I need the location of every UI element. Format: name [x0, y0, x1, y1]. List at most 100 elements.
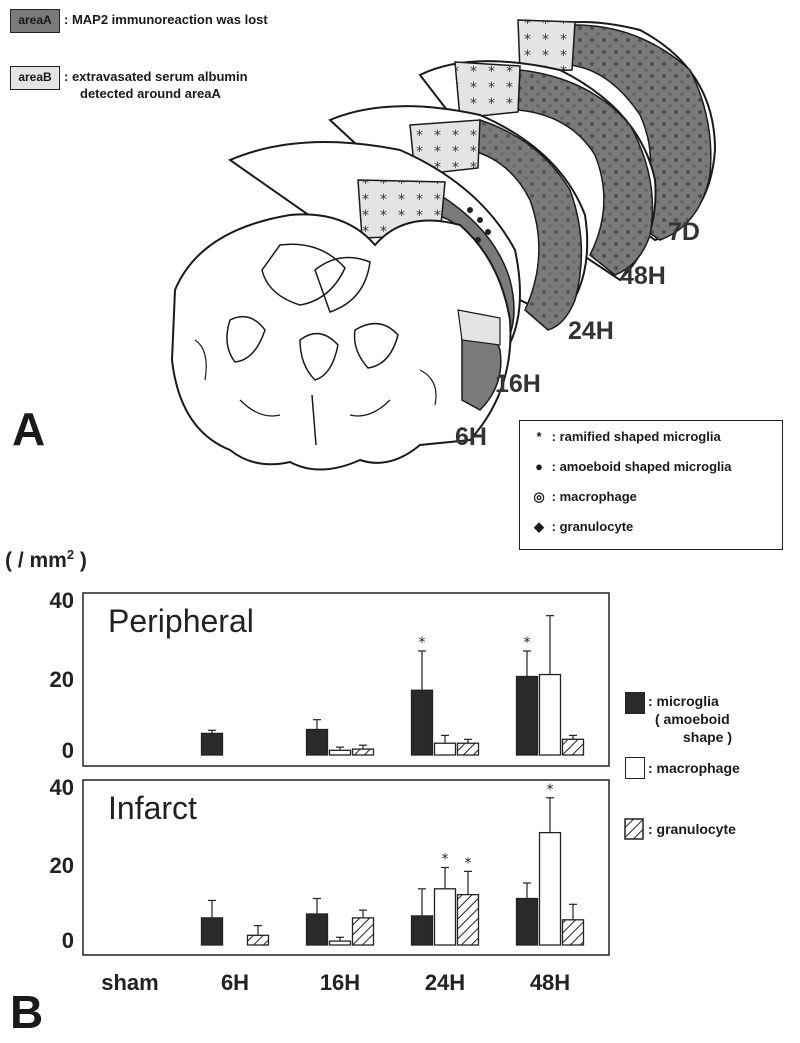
y-unit-superscript: 2 [66, 547, 75, 562]
y-unit-close: ) [74, 549, 87, 572]
legend-label: : macrophage [551, 489, 637, 504]
x-tick-48h: 48H [529, 970, 571, 995]
area-b-swatch-label: areaB [18, 70, 52, 84]
peripheral-error-bar-16h-1 [336, 746, 344, 751]
peripheral-significance-24h-0: * [419, 635, 426, 651]
legend-row-amoeboid-microglia: ● : amoeboid shaped microglia [530, 459, 732, 474]
peripheral-bar-16h-1 [328, 749, 352, 756]
infarct-bar-16h-2 [351, 917, 375, 946]
infarct-significance-48h-1: * [547, 782, 554, 798]
legend-swatch-granulocyte [624, 818, 644, 840]
infarct-bar-24h-0 [410, 915, 434, 946]
brain-slices-illustration: * [170, 19, 717, 471]
infarct-error-bar-16h-2 [359, 909, 367, 918]
y-axis-unit: ( / mm2 ) [5, 547, 87, 573]
infarct-error-bar-6h-2 [254, 925, 262, 936]
infarct-ytick-20: 20 [49, 853, 74, 878]
legend-row-ramified-microglia: * : ramified shaped microglia [530, 429, 721, 444]
double-circle-icon: ◎ [533, 489, 545, 504]
legend-microglia-line3: shape ) [683, 729, 733, 745]
infarct-error-bar-24h-2 [464, 870, 472, 895]
x-tick-sham: sham [101, 970, 159, 995]
legend-microglia-line1: : microglia [648, 693, 719, 709]
peripheral-ytick-20: 20 [49, 667, 74, 692]
cell-type-legend: * : ramified shaped microglia ● : amoebo… [519, 420, 783, 550]
legend-row-macrophage: ◎ : macrophage [530, 489, 637, 505]
legend-swatch-macrophage [625, 757, 645, 779]
infarct-error-bar-24h-1 [441, 866, 449, 889]
x-tick-6h: 6H [220, 970, 250, 995]
peripheral-error-bar-24h-2 [464, 738, 472, 744]
legend-label: : ramified shaped microglia [551, 429, 721, 444]
legend-label: : amoeboid shaped microglia [551, 459, 732, 474]
infarct-error-bar-16h-0 [313, 897, 321, 914]
infarct-error-bar-48h-1 [546, 797, 554, 833]
peripheral-error-bar-24h-0 [418, 650, 426, 691]
peripheral-plot-frame [82, 592, 610, 767]
infarct-error-bar-24h-0 [418, 888, 426, 916]
x-tick-24h: 24H [424, 970, 466, 995]
peripheral-ytick-0: 0 [61, 738, 74, 763]
panel-a-letter: A [12, 403, 46, 455]
legend-swatch-microglia [625, 692, 645, 714]
time-label-6h: 6H [455, 423, 487, 451]
infarct-error-bar-48h-2 [569, 903, 577, 920]
time-label-16h: 16H [495, 370, 541, 398]
infarct-bar-6h-0 [200, 917, 224, 946]
peripheral-error-bar-24h-1 [441, 734, 449, 744]
x-tick-16h: 16H [319, 970, 361, 995]
y-unit-text: ( / mm [5, 549, 67, 572]
infarct-bar-16h-0 [305, 913, 329, 946]
asterisk-icon: * [536, 429, 542, 444]
time-label-48h: 48H [620, 262, 666, 290]
peripheral-error-bar-16h-2 [359, 744, 367, 750]
peripheral-error-bar-48h-1 [546, 615, 554, 675]
infarct-ytick-0: 0 [61, 928, 74, 953]
peripheral-bar-24h-1 [433, 742, 457, 756]
peripheral-ytick-40: 40 [49, 588, 74, 613]
peripheral-chart-title: Peripheral [108, 603, 254, 639]
area-b-description-line2: detected around areaA [80, 86, 221, 101]
peripheral-error-bar-16h-0 [313, 719, 321, 730]
legend-label: : granulocyte [551, 519, 634, 534]
peripheral-bar-16h-0 [305, 728, 329, 756]
infarct-bar-6h-2 [246, 934, 270, 946]
peripheral-bar-16h-2 [351, 748, 375, 756]
area-a-swatch-label: areaA [18, 13, 52, 27]
peripheral-error-bar-48h-0 [523, 650, 531, 677]
infarct-chart-title: Infarct [108, 790, 197, 826]
peripheral-significance-48h-0: * [524, 635, 531, 651]
infarct-error-bar-48h-0 [523, 882, 531, 899]
infarct-error-bar-6h-0 [208, 899, 216, 918]
legend-granulocyte: : granulocyte [648, 821, 736, 837]
peripheral-error-bar-48h-2 [569, 734, 577, 740]
peripheral-bar-48h-1 [538, 673, 562, 756]
slice-6h [170, 213, 512, 471]
infarct-error-bar-16h-1 [336, 936, 344, 942]
peripheral-bar-24h-2 [456, 742, 480, 756]
infarct-significance-24h-1: * [442, 852, 449, 868]
area-b-swatch: areaB [10, 66, 60, 90]
peripheral-bar-6h-0 [200, 732, 224, 756]
infarct-bar-48h-1 [538, 831, 562, 946]
panel-b-letter: B [10, 986, 44, 1038]
peripheral-error-bar-6h-0 [208, 729, 216, 734]
peripheral-bar-24h-0 [410, 689, 434, 756]
infarct-significance-24h-2: * [465, 855, 472, 871]
diamond-icon: ◆ [534, 519, 544, 534]
infarct-bar-48h-0 [515, 897, 539, 946]
infarct-bar-16h-1 [328, 940, 352, 946]
time-label-7d: 7D [668, 218, 700, 246]
legend-macrophage: : macrophage [648, 760, 740, 776]
time-label-24h: 24H [568, 317, 614, 345]
legend-row-granulocyte: ◆ : granulocyte [530, 519, 633, 535]
filled-circle-icon: ● [535, 459, 543, 474]
infarct-bar-24h-1 [433, 888, 457, 946]
infarct-bar-48h-2 [561, 919, 585, 946]
area-a-description: : MAP2 immunoreaction was lost [64, 12, 268, 27]
infarct-ytick-40: 40 [49, 775, 74, 800]
area-b-description-line1: : extravasated serum albumin [64, 69, 248, 84]
legend-microglia-line2: ( amoeboid [655, 711, 730, 727]
peripheral-bar-48h-2 [561, 738, 585, 756]
